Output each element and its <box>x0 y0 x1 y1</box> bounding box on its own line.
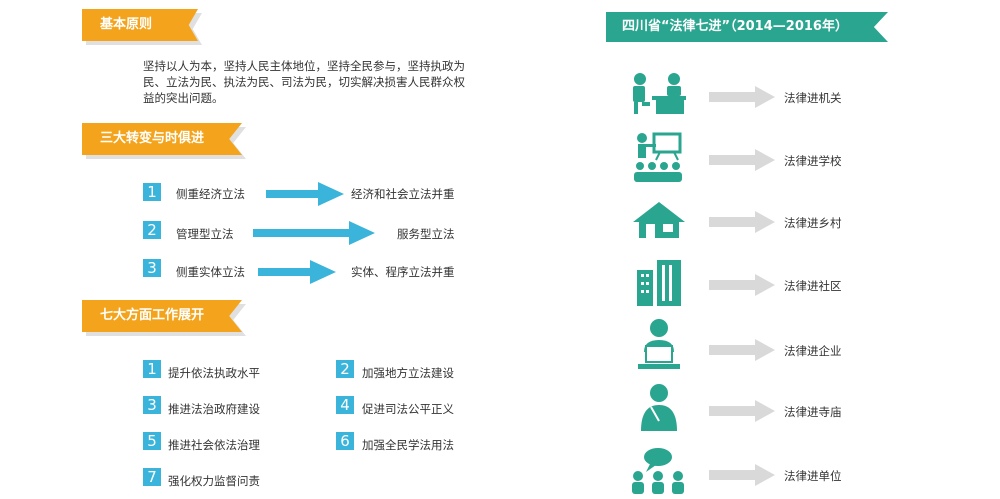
shift-number: 2 <box>143 221 161 239</box>
shift-to: 经济和社会立法并重 <box>351 187 455 201</box>
work-item: 强化权力监督问责 <box>168 474 260 488</box>
speech-group-icon <box>632 448 684 494</box>
entry-label: 法律进学校 <box>784 154 842 168</box>
shift-to: 服务型立法 <box>397 227 455 241</box>
work-item: 推进法治政府建设 <box>168 402 260 416</box>
work-item: 推进社会依法治理 <box>168 438 260 452</box>
shift-from: 侧重经济立法 <box>176 187 245 201</box>
shift-from: 侧重实体立法 <box>176 265 245 279</box>
shift-number: 3 <box>143 259 161 277</box>
entry-label: 法律进企业 <box>784 344 842 358</box>
work-number: 2 <box>336 360 354 378</box>
blue-arrow-icon <box>258 260 336 284</box>
work-number: 7 <box>143 468 161 486</box>
shift-to: 实体、程序立法并重 <box>351 265 455 279</box>
work-item: 促进司法公平正义 <box>362 402 454 416</box>
gray-arrow-icon <box>709 339 775 361</box>
blue-arrow-icon <box>253 221 375 245</box>
header-basic-principles: 基本原则 <box>82 9 198 41</box>
entry-label: 法律进单位 <box>784 469 842 483</box>
gray-arrow-icon <box>709 211 775 233</box>
office-workers-icon <box>633 73 686 114</box>
gray-arrow-icon <box>709 86 775 108</box>
work-item: 加强地方立法建设 <box>362 366 454 380</box>
header-three-shifts: 三大转变与时俱进 <box>82 123 242 155</box>
work-number: 4 <box>336 396 354 414</box>
work-number: 1 <box>143 360 161 378</box>
header-seven-aspects: 七大方面工作展开 <box>82 300 242 332</box>
shift-number: 1 <box>143 183 161 201</box>
work-item: 加强全民学法用法 <box>362 438 454 452</box>
monk-icon <box>641 384 677 431</box>
principle-text: 坚持以人为本，坚持人民主体地位，坚持全民参与，坚持执政为民、立法为民、执法为民、… <box>143 59 465 105</box>
entry-label: 法律进寺庙 <box>784 405 842 419</box>
gray-arrow-icon <box>709 149 775 171</box>
gray-arrow-icon <box>709 400 775 422</box>
work-number: 5 <box>143 432 161 450</box>
header-seven-entries: 四川省“法律七进”（2014—2016年） <box>606 12 888 42</box>
buildings-icon <box>637 260 681 306</box>
blue-arrow-icon <box>266 182 344 206</box>
work-number: 6 <box>336 432 354 450</box>
entry-label: 法律进社区 <box>784 279 842 293</box>
gray-arrow-icon <box>709 274 775 296</box>
classroom-icon <box>634 132 682 182</box>
laptop-worker-icon <box>638 319 680 369</box>
gray-arrow-icon <box>709 464 775 486</box>
entry-label: 法律进机关 <box>784 91 842 105</box>
work-number: 3 <box>143 396 161 414</box>
entry-label: 法律进乡村 <box>784 216 842 230</box>
shift-from: 管理型立法 <box>176 227 234 241</box>
house-icon <box>633 202 685 238</box>
work-item: 提升依法执政水平 <box>168 366 260 380</box>
